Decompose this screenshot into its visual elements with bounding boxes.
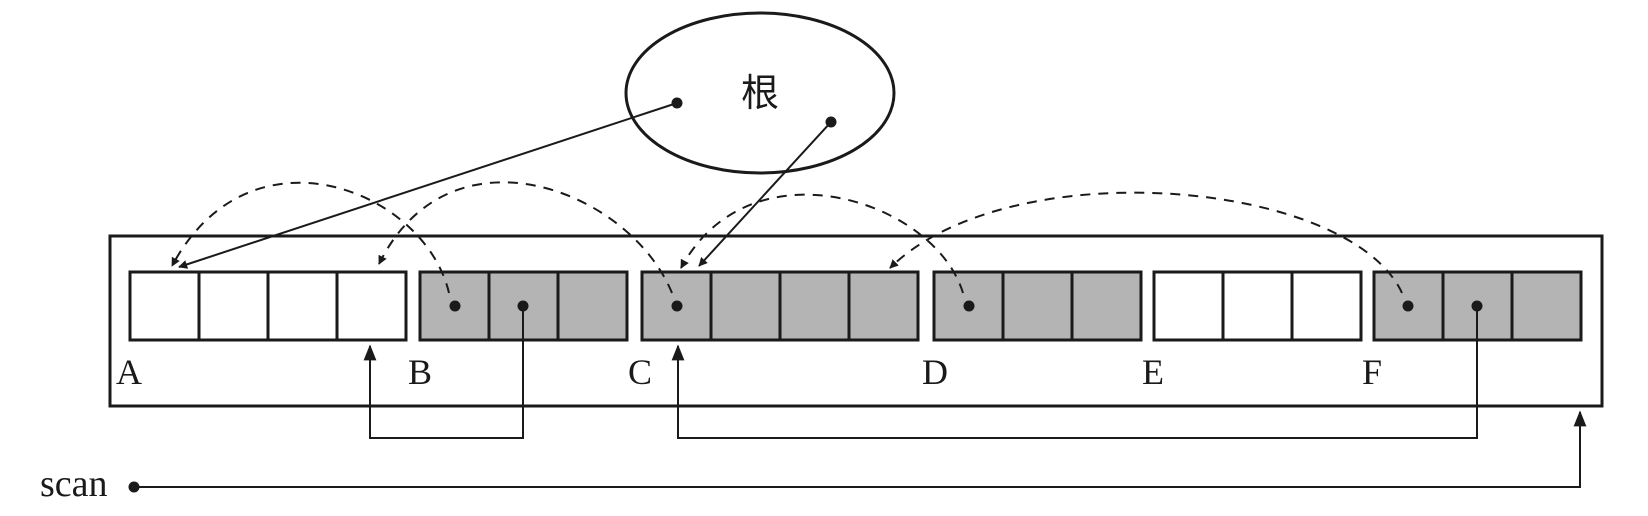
root-label: 根	[741, 71, 779, 115]
root-to-c-arrow	[698, 121, 832, 267]
object-a-cell	[266, 270, 339, 342]
object-b-label: B	[408, 352, 432, 392]
object-b-cell	[556, 270, 629, 342]
object-a: A	[116, 270, 408, 392]
object-c-cell	[847, 270, 920, 342]
heap-frame	[108, 234, 1604, 408]
scan-pointer: scan	[40, 410, 1587, 505]
scan-label: scan	[40, 463, 108, 505]
object-f-field-1-dot	[1402, 300, 1414, 312]
root-ellipse	[624, 11, 896, 175]
f-field-ref-arrow	[671, 306, 1478, 439]
b-field-ref-arrow	[363, 306, 524, 439]
object-d-cell	[1001, 270, 1074, 342]
object-f: F	[1362, 270, 1583, 392]
object-a-label: A	[116, 352, 142, 392]
root-to-a-arrow	[178, 102, 678, 269]
object-e: E	[1142, 270, 1363, 392]
object-c-cell	[709, 270, 782, 342]
object-f-label: F	[1362, 352, 1382, 392]
object-c-field-1-dot	[671, 300, 683, 312]
object-a-cell	[335, 270, 408, 342]
object-e-label: E	[1142, 352, 1164, 392]
object-e-cell	[1290, 270, 1363, 342]
object-d-cell	[1070, 270, 1143, 342]
forward-d-to-c-arrow	[680, 193, 964, 294]
scan-arrow	[134, 410, 1587, 488]
object-e-cell	[1152, 270, 1225, 342]
object-e-cell	[1221, 270, 1294, 342]
object-c-label: C	[628, 352, 652, 392]
object-d: D	[922, 270, 1143, 392]
forward-b-to-a-arrow	[171, 181, 450, 294]
object-b: B	[408, 270, 629, 392]
object-f-cell	[1510, 270, 1583, 342]
forward-c-to-a-slot-arrow	[378, 181, 673, 294]
object-d-label: D	[922, 352, 948, 392]
object-c-cell	[778, 270, 851, 342]
root-set: 根	[624, 11, 896, 175]
object-c: C	[628, 270, 920, 392]
object-a-cell	[128, 270, 201, 342]
object-d-field-1-dot	[963, 300, 975, 312]
forward-f-to-c-arrow	[889, 191, 1403, 294]
object-a-cell	[197, 270, 270, 342]
object-b-field-1-dot	[449, 300, 461, 312]
